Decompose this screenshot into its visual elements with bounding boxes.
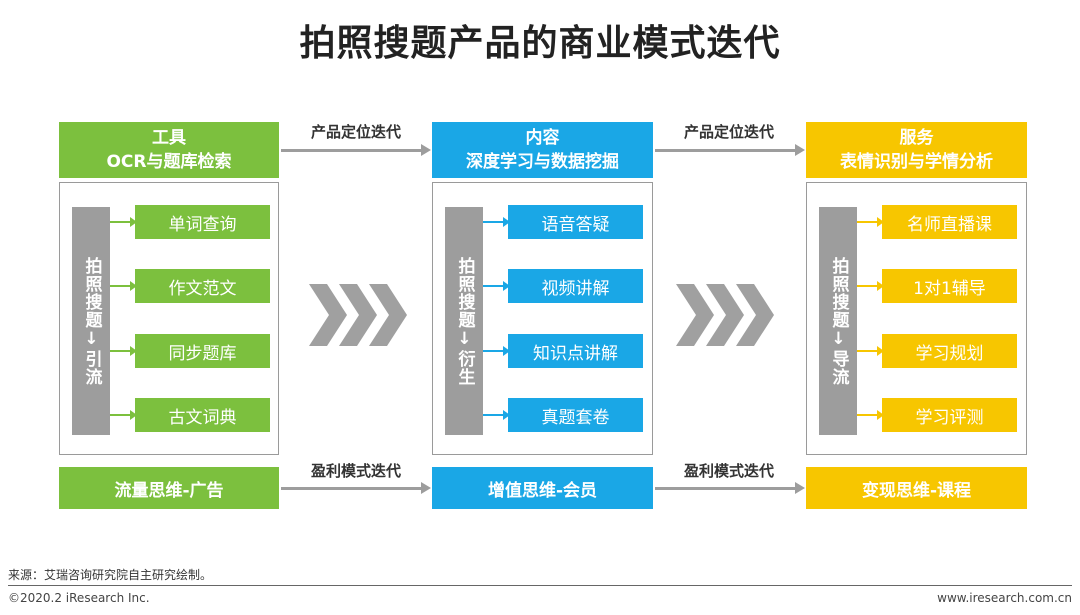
- connector-arrow-bottom-2: [655, 482, 805, 494]
- page-title: 拍照搜题产品的商业模式迭代: [299, 23, 781, 64]
- connector-arrow-bottom-1: [281, 482, 431, 494]
- content-item: 视频讲解: [508, 269, 643, 303]
- arrow-icon: [857, 217, 884, 227]
- website-link[interactable]: www.iresearch.com.cn: [937, 591, 1072, 605]
- chevron-arrows-icon: [676, 284, 774, 346]
- service-item: 学习评测: [882, 398, 1017, 432]
- service-item: 名师直播课: [882, 205, 1017, 239]
- service-vertical-label: 拍照搜题↓导流: [828, 256, 849, 386]
- content-footer: 增值思维-会员: [432, 467, 653, 509]
- content-header: 内容 深度学习与数据挖掘: [432, 122, 653, 178]
- service-header-title: 服务: [899, 128, 934, 148]
- connector-label-bottom-1: 盈利模式迭代: [310, 462, 401, 480]
- tool-vertical-bar: 拍照搜题↓引流: [72, 207, 110, 435]
- arrow-icon: [857, 281, 884, 291]
- arrow-icon: [483, 346, 510, 356]
- service-vertical-bar: 拍照搜题↓导流: [819, 207, 857, 435]
- service-panel: 拍照搜题↓导流 名师直播课 1对1辅导 学习规划 学习评测: [806, 182, 1027, 455]
- connector-arrow-top-2: [655, 144, 805, 156]
- service-header-subtitle: 表情识别与学情分析: [840, 152, 993, 172]
- arrow-icon: [110, 217, 137, 227]
- arrow-icon: [110, 410, 137, 420]
- content-header-title: 内容: [525, 128, 560, 148]
- connector-label-top-2: 产品定位迭代: [683, 123, 774, 141]
- arrow-icon: [857, 346, 884, 356]
- arrow-icon: [857, 410, 884, 420]
- source-note: 来源：艾瑞咨询研究院自主研究绘制。: [8, 568, 213, 582]
- content-item: 真题套卷: [508, 398, 643, 432]
- content-item: 知识点讲解: [508, 334, 643, 368]
- service-header: 服务 表情识别与学情分析: [806, 122, 1027, 178]
- tool-vertical-label: 拍照搜题↓引流: [81, 256, 102, 386]
- tool-header-subtitle: OCR与题库检索: [106, 152, 232, 172]
- connector-label-top-1: 产品定位迭代: [310, 123, 401, 141]
- connector-label-bottom-2: 盈利模式迭代: [683, 462, 774, 480]
- tool-item: 古文词典: [135, 398, 270, 432]
- content-vertical-label: 拍照搜题↓衍生: [454, 256, 475, 386]
- tool-item: 作文范文: [135, 269, 270, 303]
- service-item: 1对1辅导: [882, 269, 1017, 303]
- arrow-icon: [110, 346, 137, 356]
- tool-header: 工具 OCR与题库检索: [59, 122, 279, 178]
- tool-item: 单词查询: [135, 205, 270, 239]
- service-footer: 变现思维-课程: [806, 467, 1027, 509]
- arrow-icon: [483, 281, 510, 291]
- tool-footer: 流量思维-广告: [59, 467, 279, 509]
- service-item: 学习规划: [882, 334, 1017, 368]
- footer-divider: [8, 585, 1072, 586]
- arrow-icon: [483, 410, 510, 420]
- tool-header-title: 工具: [152, 128, 186, 148]
- tool-panel: 拍照搜题↓引流 单词查询 作文范文 同步题库 古文词典: [59, 182, 279, 455]
- arrow-icon: [110, 281, 137, 291]
- content-item: 语音答疑: [508, 205, 643, 239]
- tool-item: 同步题库: [135, 334, 270, 368]
- copyright: ©2020.2 iResearch Inc.: [8, 591, 150, 605]
- arrow-icon: [483, 217, 510, 227]
- content-panel: 拍照搜题↓衍生 语音答疑 视频讲解 知识点讲解 真题套卷: [432, 182, 653, 455]
- connector-arrow-top-1: [281, 144, 431, 156]
- content-header-subtitle: 深度学习与数据挖掘: [466, 152, 619, 172]
- chevron-arrows-icon: [309, 284, 407, 346]
- content-vertical-bar: 拍照搜题↓衍生: [445, 207, 483, 435]
